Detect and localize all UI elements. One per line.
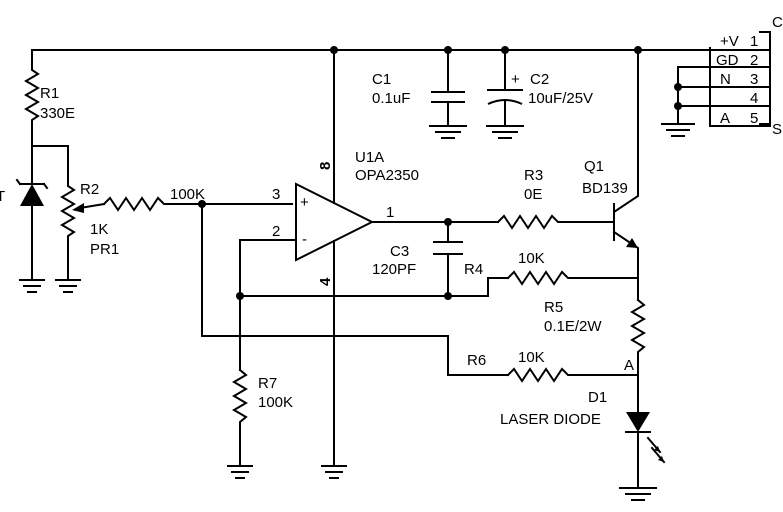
r6-value: 10K (518, 349, 545, 366)
opamp-sign-plus: + (300, 194, 309, 211)
capacitor-c3 (433, 241, 463, 255)
resistor-100k-series (102, 196, 293, 212)
connector-pin-label: GD (716, 52, 739, 69)
r7-ref: R7 (258, 375, 277, 392)
junction-dot (444, 292, 452, 300)
connector-header-bottom: S (772, 121, 782, 138)
r1-ref: R1 (40, 85, 59, 102)
r4-ref: R4 (464, 261, 483, 278)
c2-ref: C2 (530, 71, 549, 88)
connector-pin-label: N (720, 71, 731, 88)
junction-dot (444, 46, 452, 54)
zener-ref-partial: T (0, 188, 5, 205)
ground-symbol-connector (661, 111, 695, 137)
resistor-r4 (506, 270, 639, 286)
opamp-part: OPA2350 (355, 167, 419, 184)
capacitor-c1 (431, 91, 465, 103)
connector-pin-label: +V (720, 33, 739, 50)
opamp-ref: U1A (355, 149, 384, 166)
q1-part: BD139 (582, 180, 628, 197)
ground-symbol-c1 (429, 125, 467, 139)
opamp-pin-out: 1 (386, 204, 394, 221)
ground-symbol-laser (619, 487, 657, 501)
junction-dot (198, 200, 206, 208)
r5-ref: R5 (544, 299, 563, 316)
ground-symbol-opamp (321, 465, 347, 479)
c2-value: 10uF/25V (528, 90, 593, 107)
junction-dot (674, 83, 682, 91)
r1-value: 330E (40, 105, 75, 122)
junction-dot (444, 218, 452, 226)
feedback-wire-r6 (201, 203, 509, 376)
d1-part: LASER DIODE (500, 411, 601, 428)
d1-anode: A (624, 357, 634, 374)
opamp-minus-wire (239, 239, 297, 371)
r4-bottom-wire (239, 277, 509, 297)
connector-pin-num: 2 (750, 52, 758, 69)
r1-junction-wire (31, 145, 69, 181)
zener-diode (20, 184, 44, 206)
r-series-value: 100K (170, 186, 205, 203)
opamp-sign-minus: - (302, 231, 307, 248)
transistor-q1-base (599, 203, 615, 241)
ground-symbol-r7 (227, 465, 253, 479)
capacitor-c2-curved (487, 99, 523, 105)
connector-pin-num: 5 (750, 110, 758, 127)
connector-pin-num: 1 (750, 33, 758, 50)
r2-value: 1K (90, 221, 108, 238)
resistor-r3 (496, 214, 601, 230)
connector-header-top: C (772, 14, 783, 31)
c2-polarity: + (511, 71, 520, 88)
resistor-r1 (24, 49, 40, 147)
r3-value: 0E (524, 186, 542, 203)
junction-dot (674, 102, 682, 110)
pot-wiper-arrow (72, 203, 84, 213)
junction-dot (236, 292, 244, 300)
laser-diode-d1 (626, 412, 650, 432)
connector-pin-label: A (720, 110, 730, 127)
connector-body (759, 31, 771, 125)
resistor-r7 (232, 368, 248, 467)
ground-symbol-2 (55, 275, 81, 293)
zener-bar (15, 178, 49, 190)
opamp-pin-minus: 2 (272, 223, 280, 240)
connector-pin-num: 3 (750, 71, 758, 88)
resistor-r6 (506, 367, 639, 383)
emission-arrowhead-1 (654, 446, 660, 452)
r7-value: 100K (258, 394, 293, 411)
c1-ref: C1 (372, 71, 391, 88)
emission-arrowhead-2 (658, 456, 664, 462)
r2-value2: PR1 (90, 241, 119, 258)
opamp-pin-gnd: 4 (317, 277, 334, 286)
r5-value: 0.1E/2W (544, 318, 602, 335)
laser-diode-bar (625, 431, 651, 487)
transistor-q1-arrow (626, 238, 638, 248)
q1-ref: Q1 (584, 158, 604, 175)
junction-dot (501, 46, 509, 54)
transistor-q1-collector (612, 49, 639, 214)
junction-dot (330, 46, 338, 54)
resistor-r5 (630, 298, 646, 413)
connector-pin-num: 4 (750, 90, 758, 107)
c1-value: 0.1uF (372, 90, 410, 107)
r3-ref: R3 (524, 167, 543, 184)
r4-value: 10K (518, 250, 545, 267)
opamp-pin-plus: 3 (272, 186, 280, 203)
r6-ref: R6 (467, 352, 486, 369)
junction-dot (634, 46, 642, 54)
ground-symbol-c2 (486, 125, 524, 139)
d1-ref: D1 (588, 389, 607, 406)
c3-value: 120PF (372, 261, 416, 278)
opamp-pin-vcc: 8 (317, 162, 334, 170)
r2-ref: R2 (80, 181, 99, 198)
ground-symbol-1 (19, 275, 45, 293)
potentiometer-r2 (60, 179, 76, 277)
c3-ref: C3 (390, 243, 409, 260)
